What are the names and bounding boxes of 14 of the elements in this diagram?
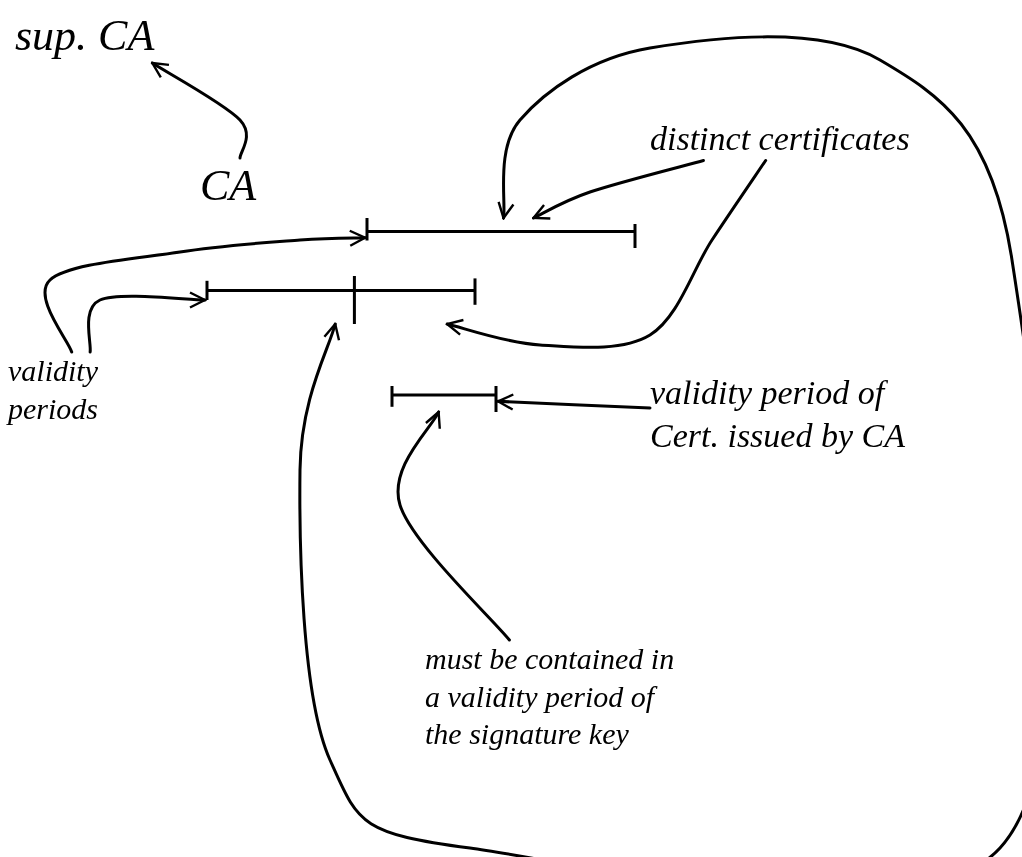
arrow (445, 159, 768, 349)
arrow (298, 35, 1022, 857)
handwritten-note: validity periods (8, 352, 158, 427)
handwritten-note: CA (200, 158, 280, 213)
handwritten-note: sup. CA (15, 8, 205, 63)
arrow (43, 229, 367, 354)
arrow (150, 61, 248, 160)
arrow (87, 290, 207, 354)
handwritten-note: validity period of Cert. issued by CA (650, 372, 950, 457)
handwritten-note: must be contained in a validity period of the signature key (425, 640, 685, 753)
arrow (396, 410, 511, 642)
handwritten-note: distinct certificates (650, 118, 910, 161)
arrow (532, 159, 705, 220)
arrow (496, 393, 652, 411)
